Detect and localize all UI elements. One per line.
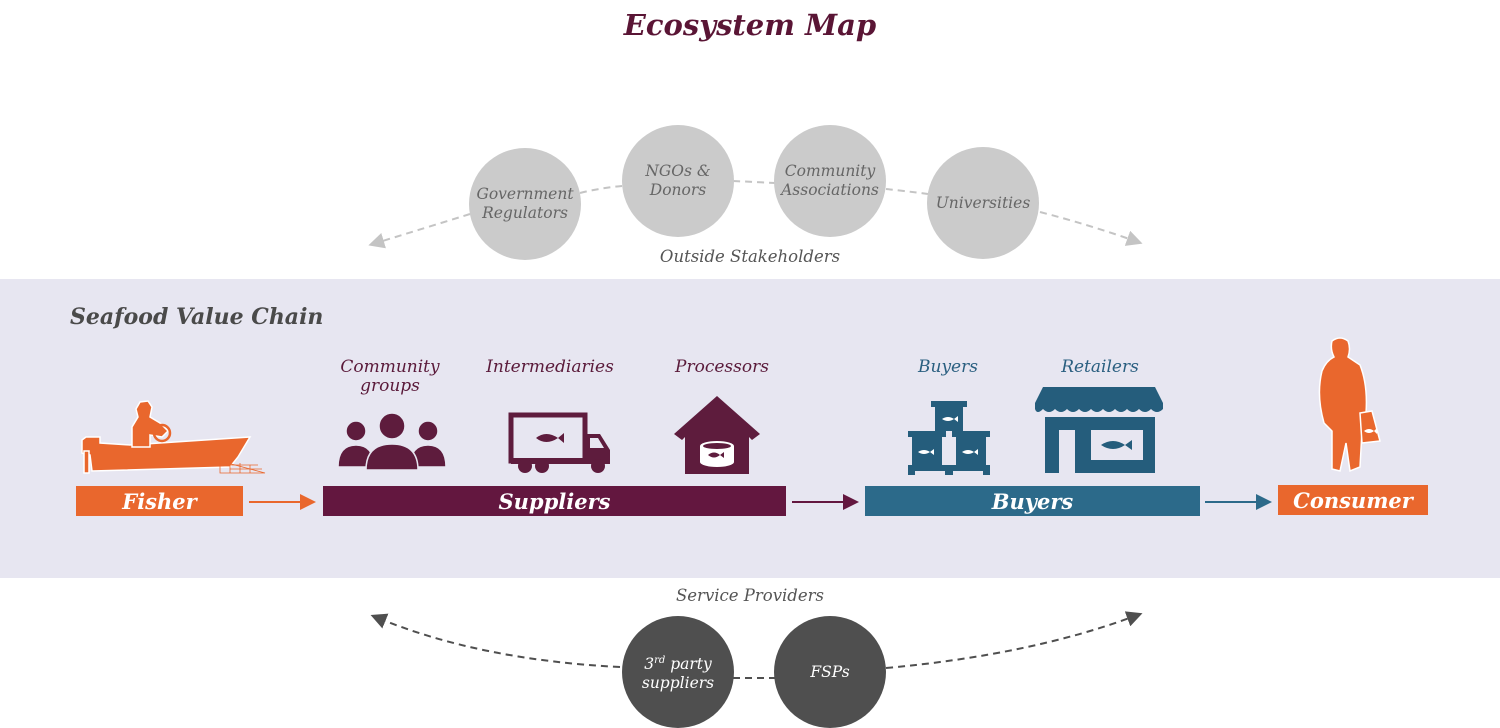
- fisher-boat-icon: [81, 400, 266, 474]
- outside-stakeholders-caption: Outside Stakeholders: [659, 247, 841, 266]
- page-title: Ecosystem Map: [623, 8, 877, 42]
- consumer-bar: Consumer: [1278, 485, 1428, 515]
- label-intermediaries: Intermediaries: [486, 357, 614, 377]
- processing-house-icon: [674, 396, 760, 474]
- circle-label-line2: Associations: [781, 181, 879, 199]
- ordinal-number: 3: [644, 655, 655, 674]
- outside-arc-path: [368, 213, 471, 249]
- circle-label-line2: Donors: [649, 181, 707, 199]
- circle-label-line1: NGOs &: [645, 162, 711, 180]
- label-processors: Processors: [675, 357, 769, 377]
- fisher-bar: Fisher: [76, 486, 243, 516]
- sub-label-line1: Community: [340, 357, 440, 377]
- buyers-bar: Buyers: [865, 486, 1200, 516]
- circle-label-line2: Regulators: [482, 204, 568, 222]
- stakeholder-universities: Universities: [927, 147, 1039, 259]
- stakeholder-ngos-donors: NGOs &Donors: [622, 125, 734, 237]
- label-retailers: Retailers: [1061, 357, 1139, 377]
- suppliers-bar: Suppliers: [323, 486, 786, 516]
- storefront-icon: [1035, 387, 1163, 473]
- service-providers-caption: Service Providers: [675, 586, 824, 605]
- circle-label-line1: party: [665, 655, 712, 674]
- service-provider-fsps: FSPs: [774, 616, 886, 728]
- delivery-truck-icon: [508, 412, 610, 473]
- stacked-crates-icon: [908, 401, 990, 475]
- value-chain-title: Seafood Value Chain: [70, 304, 324, 330]
- consumer-person-icon: [1318, 337, 1381, 473]
- people-group-icon: [337, 412, 447, 471]
- circle-label-line1: Government: [476, 185, 574, 203]
- circle-label-line2: suppliers: [641, 674, 715, 693]
- sub-label-line2: groups: [360, 376, 420, 396]
- circle-label-line1: Community: [784, 162, 876, 180]
- circle-label-line1: Universities: [935, 193, 1031, 212]
- label-buyers-sub: Buyers: [918, 357, 978, 377]
- ordinal-suffix: rd: [654, 654, 666, 666]
- circle-label-line1: FSPs: [810, 662, 850, 681]
